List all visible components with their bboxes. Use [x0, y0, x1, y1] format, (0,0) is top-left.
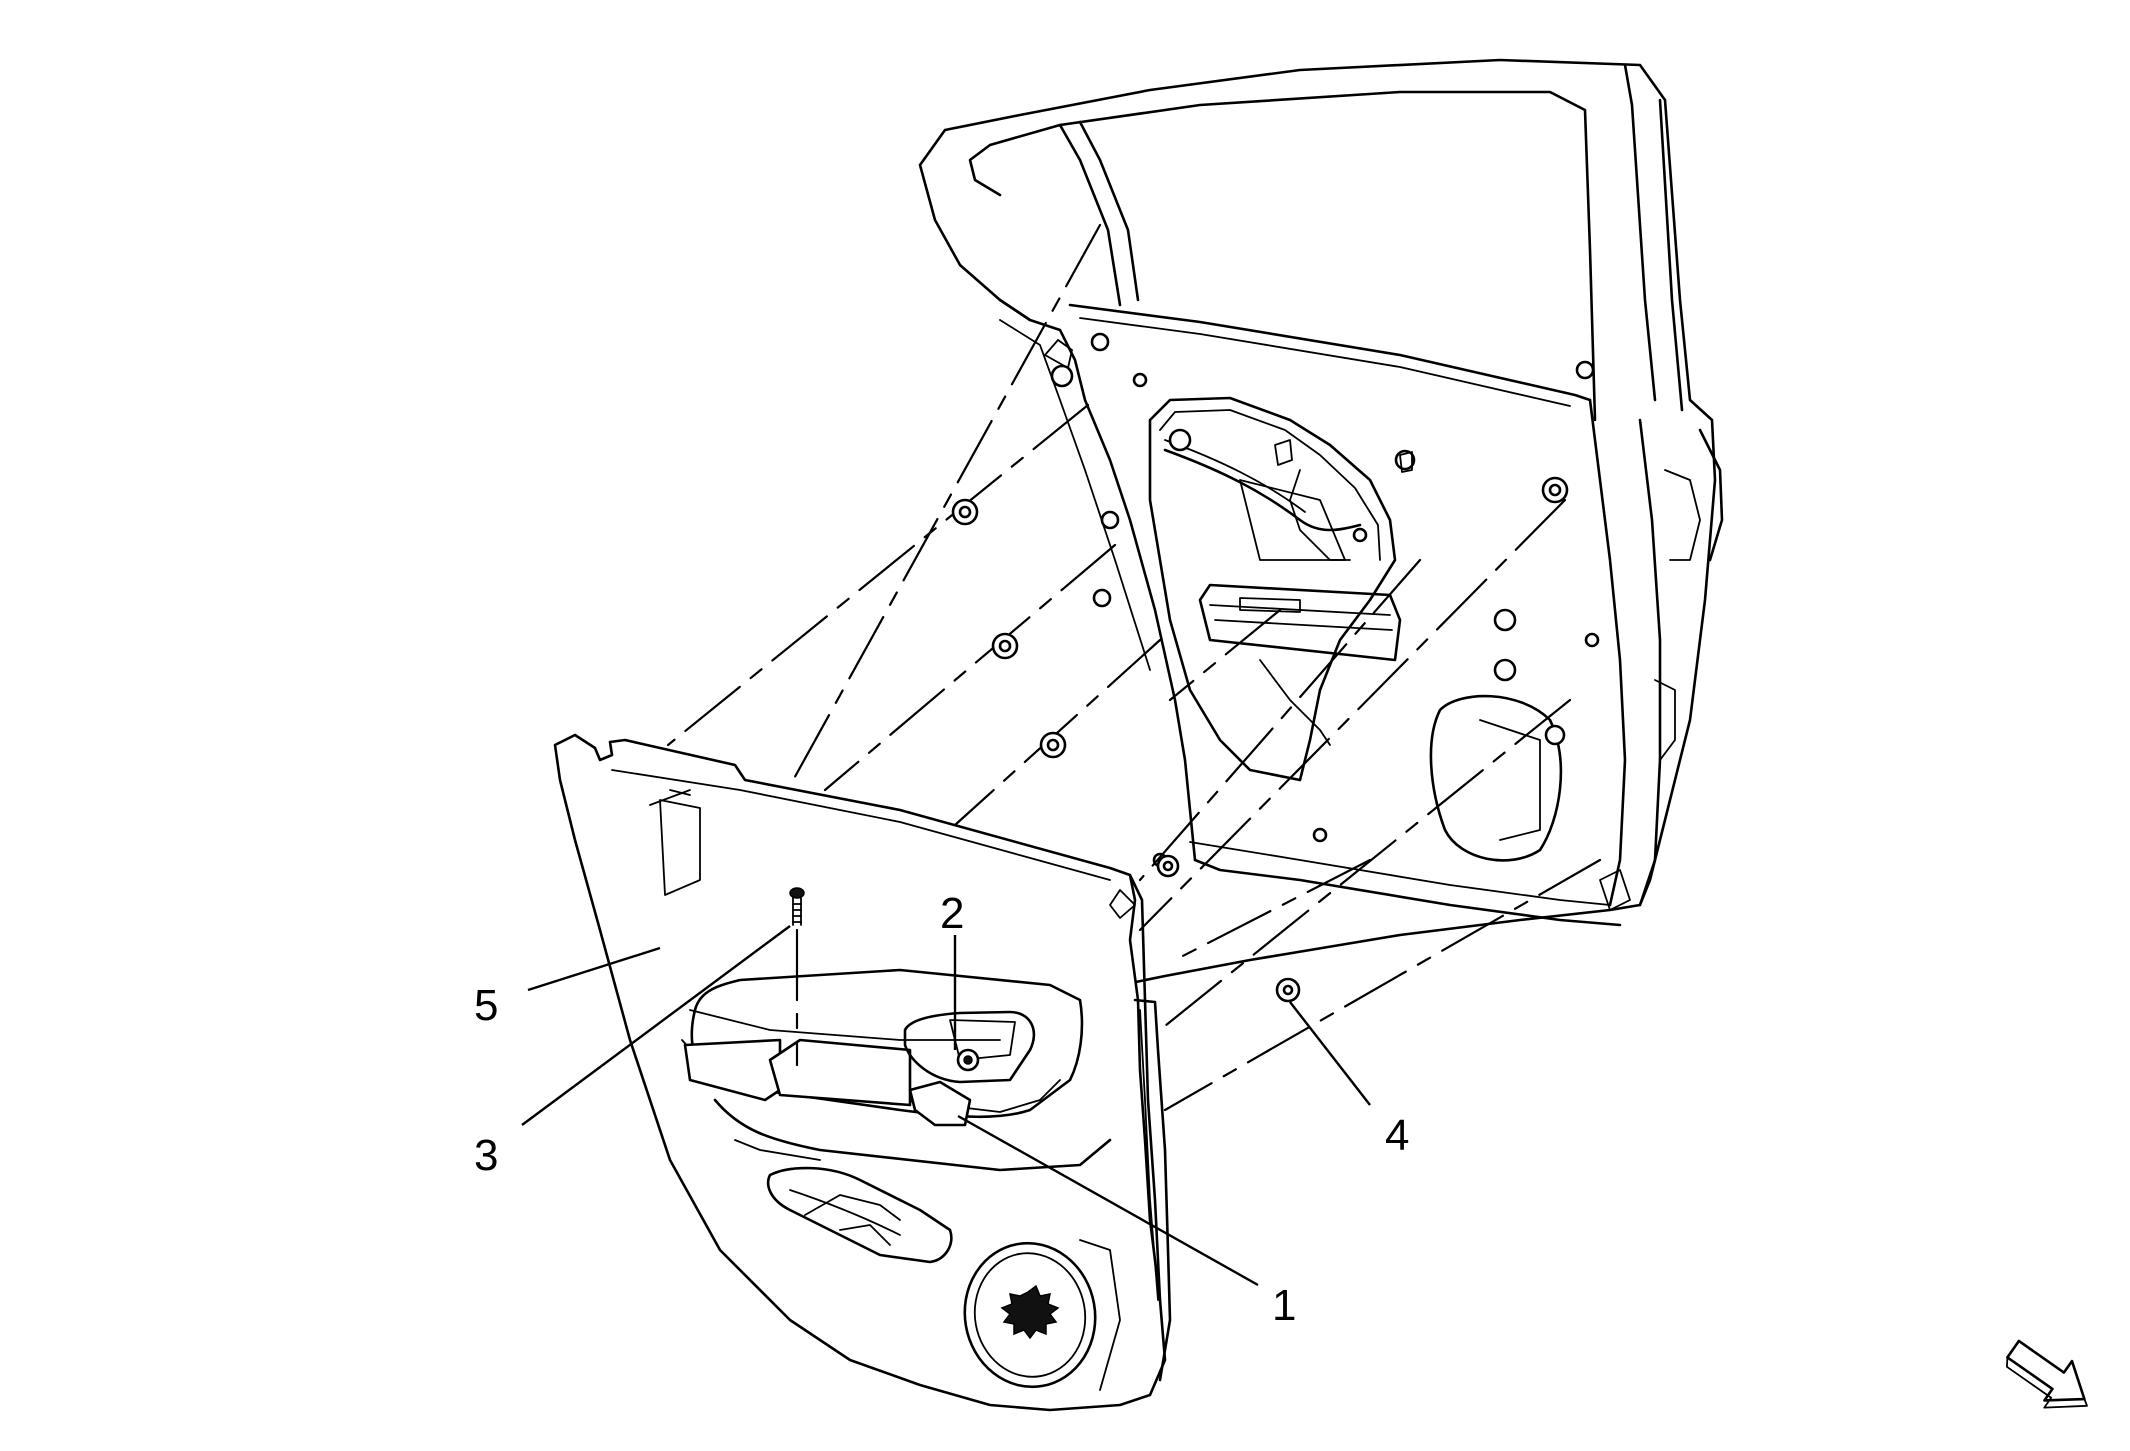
callout-1: 1	[1272, 1281, 1296, 1330]
leader-4	[1289, 1001, 1371, 1106]
callout-2: 2	[940, 889, 964, 938]
callout-labels: 1 2 3 4 5	[474, 889, 1409, 1330]
retainer-icon	[951, 498, 979, 526]
door-trim-panel	[553, 733, 1172, 1412]
trim-retainers	[951, 498, 1301, 1003]
handle-screw	[956, 1048, 980, 1072]
retainer-icon	[1039, 731, 1067, 759]
retainer-icon	[1156, 854, 1180, 878]
speaker-center-icon	[1000, 1284, 1060, 1340]
retainer-icon	[991, 632, 1019, 660]
callout-5: 5	[474, 981, 498, 1030]
leader-3	[521, 925, 791, 1126]
retainer-icon	[1275, 977, 1301, 1003]
callout-4: 4	[1385, 1111, 1409, 1160]
door-frame	[918, 58, 1724, 1006]
door-trim-screw	[789, 887, 805, 1067]
leader-lines	[521, 925, 1371, 1287]
leader-1	[957, 1114, 1259, 1287]
arrow-right-down-icon	[2006, 1339, 2088, 1409]
callout-3: 3	[474, 1131, 498, 1180]
leader-5	[527, 946, 661, 992]
